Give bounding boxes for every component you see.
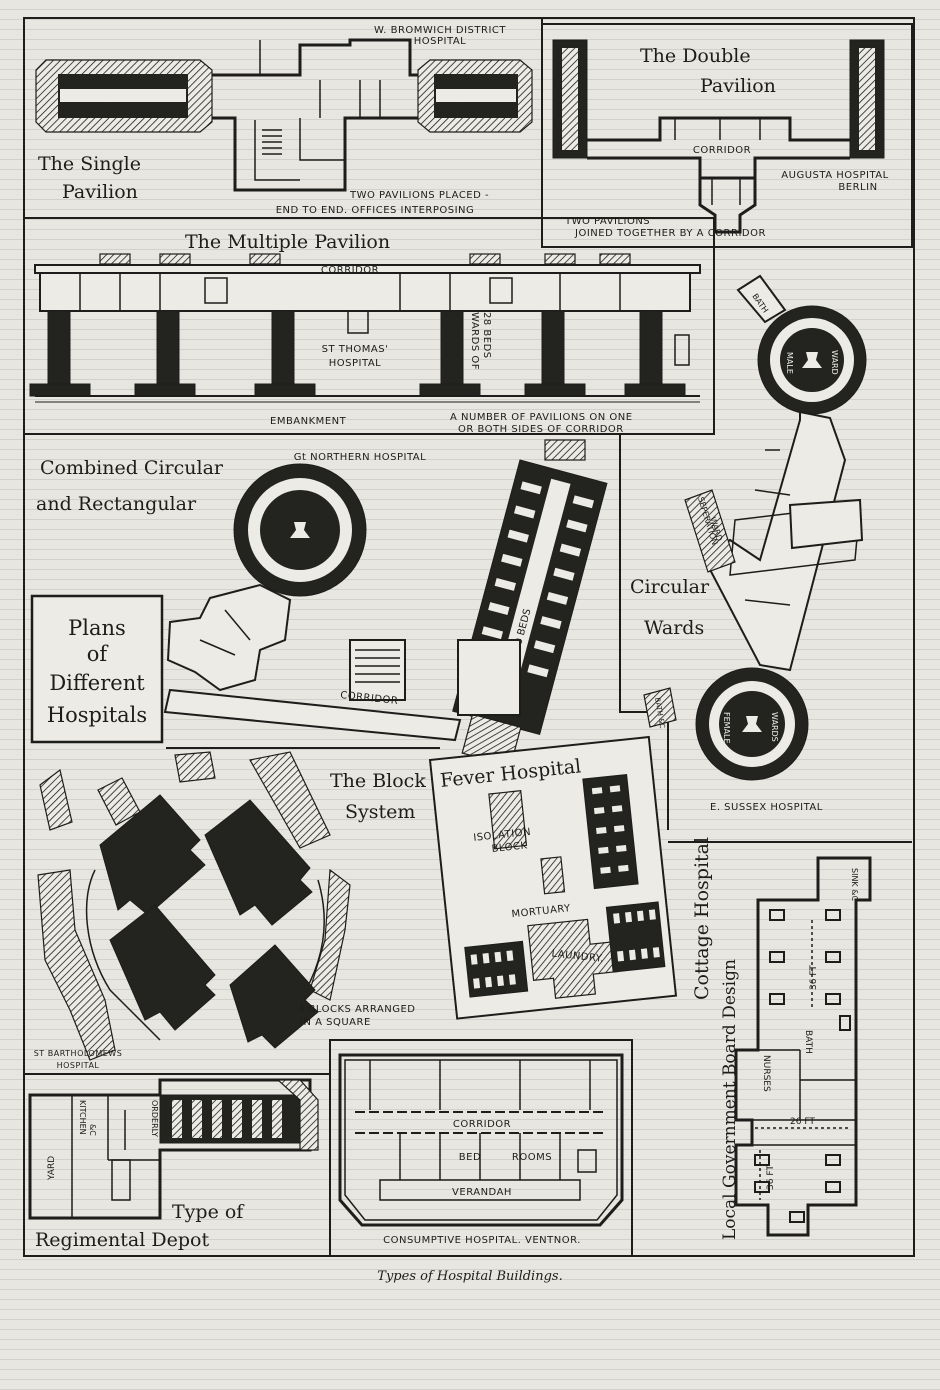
- plans-line1: Plans: [68, 616, 126, 640]
- circular-wards-panel: BATH MALE WARD SEPERATION WARD Circular …: [619, 250, 867, 830]
- block-bottom-right: [229, 944, 319, 1049]
- plans-line2: of: [87, 642, 110, 666]
- multiple-pavilion-panel: The Multiple Pavilion CORRIDOR ST THOMAS…: [23, 217, 715, 435]
- consumptive-corridor-label: CORRIDOR: [453, 1119, 511, 1130]
- regimental-title-line2: Regimental Depot: [35, 1229, 209, 1251]
- wards-label-line1: WARDS OF: [469, 312, 480, 370]
- block-top-left: [99, 794, 206, 916]
- kitchen-line1: KITCHEN: [78, 1100, 87, 1135]
- orderly-label: ORDERLY: [150, 1100, 159, 1137]
- regimental-depot-panel: YARD KITCHEN &C ORDERLY Type of Regiment…: [28, 1074, 331, 1256]
- st-thomas-line2: HOSPITAL: [329, 358, 381, 369]
- block-bottom-left: [109, 904, 216, 1031]
- augusta-hospital-line1: AUGUSTA HOSPITAL: [781, 170, 888, 181]
- single-pavilion-title-line2: Pavilion: [62, 181, 138, 203]
- block-top-right: [204, 799, 313, 926]
- kitchen-line2: &C: [88, 1124, 97, 1136]
- circular-title-line1: Circular: [630, 576, 710, 598]
- block-note-line1: 4 BLOCKS ARRANGED: [298, 1004, 415, 1015]
- circular-title-line2: Wards: [644, 617, 704, 639]
- laundry-label: LAUNDRY.: [551, 948, 605, 964]
- ward-top-label: WARD: [830, 350, 839, 375]
- female-label: FEMALE: [722, 712, 731, 744]
- consumptive-hospital-label: CONSUMPTIVE HOSPITAL. VENTNOR.: [383, 1235, 581, 1246]
- rooms-label: ROOMS: [512, 1152, 552, 1163]
- block-title-line2: System: [345, 801, 415, 823]
- block-system-panel: The Block System 4 BLOCKS ARRANGED IN A …: [24, 747, 440, 1075]
- verandah-label: VERANDAH: [452, 1187, 512, 1198]
- sink-label: SINK &C: [850, 868, 859, 901]
- wards-bottom-label: WARDS: [770, 712, 779, 742]
- single-pavilion-note-line2: END TO END. OFFICES INTERPOSING: [276, 205, 475, 216]
- pavilion-3: [271, 310, 295, 394]
- isolation-line2: BLOCK: [491, 840, 528, 855]
- separation-ward: [684, 489, 736, 573]
- multiple-note-line1: A NUMBER OF PAVILIONS ON ONE: [450, 412, 633, 423]
- male-label: MALE: [785, 352, 794, 374]
- double-note-line2: JOINED TOGETHER BY A CORRIDOR: [574, 228, 766, 239]
- pavilion-6: [639, 310, 663, 394]
- double-pavilion-title-line2: Pavilion: [700, 75, 776, 97]
- yard-label: YARD: [47, 1156, 57, 1181]
- fever-hospital-panel: Fever Hospital ISOLATION BLOCK MORTUARY …: [428, 735, 678, 1020]
- plans-title-box: Plans of Different Hospitals: [30, 594, 164, 744]
- plate-caption: Types of Hospital Buildings.: [377, 1269, 562, 1284]
- single-pavilion-hospital-line1: W. BROMWICH DISTRICT: [374, 25, 506, 36]
- double-pavilion-title-line1: The Double: [640, 45, 751, 67]
- bath-bottom-block: [643, 687, 677, 728]
- bath-label: BATH: [803, 1030, 813, 1054]
- right-ward-beds: 11 BEDS: [450, 89, 502, 102]
- left-ward-beds: 11 BEDS: [97, 89, 149, 102]
- double-corridor-label: CORRIDOR: [693, 145, 751, 156]
- bed-label: BED: [459, 1152, 481, 1163]
- block-note-line2: IN A SQUARE: [300, 1017, 371, 1028]
- multiple-corridor-label: CORRIDOR: [321, 265, 379, 276]
- embankment-label: EMBANKMENT: [270, 416, 347, 427]
- plans-line3: Different: [49, 671, 145, 695]
- double-note-line1: TWO PAVILIONS: [564, 216, 650, 227]
- block-title-line1: The Block: [330, 770, 426, 792]
- regimental-title-line1: Type of: [172, 1201, 245, 1223]
- st-thomas-line1: ST THOMAS': [322, 344, 389, 355]
- single-pavilion-hospital-line2: HOSPITAL: [414, 36, 466, 47]
- dim-36ft-top: 36 FT: [809, 965, 819, 990]
- pavilion-1: [47, 310, 71, 394]
- combined-panel: Combined Circular and Rectangular Gt NOR…: [36, 439, 608, 767]
- pavilion-4: [440, 310, 464, 394]
- cottage-hospital-panel: Cottage Hospital Local Government Board …: [668, 837, 912, 1240]
- plans-line4: Hospitals: [47, 703, 147, 727]
- multiple-pavilion-title: The Multiple Pavilion: [185, 231, 390, 253]
- consumptive-hospital-panel: CORRIDOR BED ROOMS VERANDAH CONSUMPTIVE …: [329, 1039, 633, 1257]
- st-bartholomews-line2: HOSPITAL: [57, 1061, 100, 1070]
- combined-title-line2: and Rectangular: [36, 493, 197, 515]
- nurses-label: NURSES: [761, 1055, 771, 1092]
- pavilion-5: [541, 310, 565, 394]
- augusta-hospital-line2: BERLIN: [838, 182, 877, 193]
- great-northern-label: Gt NORTHERN HOSPITAL: [294, 452, 426, 463]
- single-pavilion-panel: W. BROMWICH DISTRICT HOSPITAL 11 BEDS 11…: [23, 17, 543, 219]
- cottage-floor-plan: [734, 856, 872, 1237]
- dim-36ft-bottom: 36 FT: [766, 1165, 776, 1190]
- single-pavilion-title-line1: The Single: [38, 153, 141, 175]
- pavilion-2: [156, 310, 180, 394]
- combined-title-line1: Combined Circular: [40, 457, 224, 479]
- combined-rectangular-ward: 20 BEDS: [452, 459, 608, 767]
- double-pavilion-panel: The Double Pavilion CORRIDOR AUGUSTA HOS…: [541, 23, 913, 248]
- e-sussex-label: E. SUSSEX HOSPITAL: [710, 802, 823, 813]
- st-bartholomews-line1: ST BARTHOLOMEWS: [34, 1049, 123, 1058]
- single-pavilion-note-line1: TWO PAVILIONS PLACED -: [349, 190, 489, 201]
- multiple-note-line2: OR BOTH SIDES OF CORRIDOR: [458, 424, 624, 435]
- bath-top-block: [736, 274, 787, 324]
- wards-label-line2: 28 BEDS: [481, 312, 492, 359]
- dim-26ft: 26 FT: [790, 1117, 815, 1127]
- cottage-title-line1: Cottage Hospital: [691, 837, 713, 1000]
